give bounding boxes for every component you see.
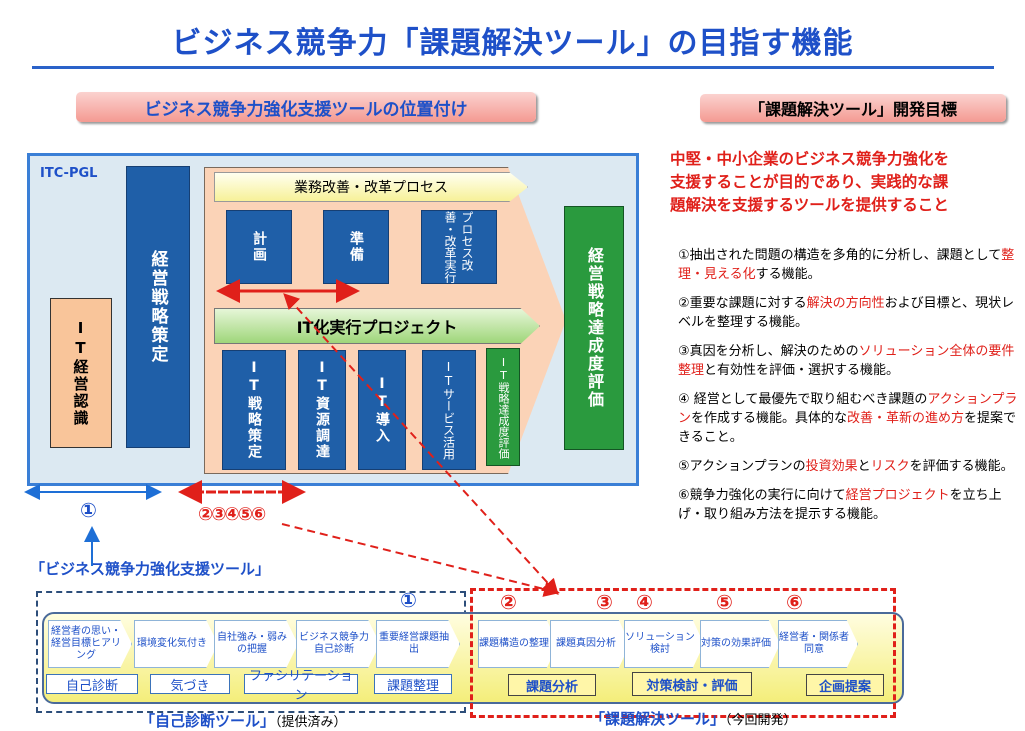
feature-text: リスク <box>870 459 910 474</box>
self_diag-step: 経営者の思い・経営目標ヒアリング <box>48 620 132 668</box>
lead-line: 題解決を支援するツールを提供すること <box>670 196 949 214</box>
feature-text: 投資効果 <box>805 459 858 474</box>
feature-text: 解決の方向性 <box>806 296 885 311</box>
feature-text: アクションプラン <box>678 392 1018 426</box>
self-diag-caption-sub: （提供済み） <box>275 715 347 730</box>
process-banner: 業務改善・改革プロセス <box>214 172 528 202</box>
solve-caption-main: 「課題解決ツール」 <box>590 710 726 728</box>
it-project-banner: IT化実行プロジェクト <box>214 308 540 344</box>
solve-marker: ④ <box>636 590 653 614</box>
feature-text: ④ 経営として最優先で取り組むべき課題の <box>678 392 928 407</box>
solve-step: 経営者・関係者同意 <box>778 620 858 668</box>
feature-text: を作成する機能。具体的な <box>691 411 848 426</box>
plan-box: 計画 <box>226 210 292 284</box>
self_diag-step: 重要経営課題抽出 <box>376 620 460 668</box>
prepare-box: 準備 <box>323 210 389 284</box>
feature-text: と <box>857 459 871 474</box>
cat-issue-org: 課題整理 <box>374 674 452 694</box>
feature-text: ③真因を分析し、解決のための <box>678 344 859 359</box>
it-awareness-box: IT経営認識 <box>50 298 112 448</box>
self-diag-marker: ① <box>400 588 417 612</box>
it-strategy-box: IT戦略策定 <box>222 350 286 470</box>
feature-item: ①抽出された問題の構造を多角的に分析し、課題として整理・見える化する機能。 <box>678 246 1020 284</box>
feature-text: を提案できること。 <box>678 411 1017 445</box>
cat-awareness: 気づき <box>150 674 230 694</box>
feature-text: を立ち上げ・取り組み方法を提示する機能。 <box>678 488 1002 522</box>
solve-marker: ⑥ <box>786 590 803 614</box>
solve-step: 課題真因分析 <box>550 620 630 668</box>
feature-text: 整理・見える化 <box>678 248 1015 282</box>
it-eval-box: IT戦略達成度評価 <box>486 348 520 466</box>
itc-pgl-label: ITC-PGL <box>40 166 98 181</box>
feature-item: ⑥競争力強化の実行に向けて経営プロジェクトを立ち上げ・取り組み方法を提示する機能… <box>678 486 1020 524</box>
self_diag-step: ビジネス競争力自己診断 <box>296 620 380 668</box>
strategy-box: 経営戦略策定 <box>126 166 190 448</box>
it-intro-box: IT導入 <box>358 350 406 470</box>
solve-caption-sub: （今回開発） <box>725 713 797 728</box>
process-exec-box: プロセス改善・改革実行 <box>421 210 497 284</box>
self_diag-step: 自社強み・弱みの把握 <box>214 620 298 668</box>
solve-step: 対策の効果評価 <box>700 620 780 668</box>
solve-caption: 「課題解決ツール」（今回開発） <box>590 708 797 729</box>
positioning-label: ビジネス競争力強化支援ツールの位置付け <box>76 92 536 122</box>
dev-goal-label: 「課題解決ツール」開発目標 <box>700 94 1006 122</box>
solve-marker: ⑤ <box>716 590 733 614</box>
red-diagonal-2 <box>281 523 560 597</box>
self-diag-caption: 「自己診断ツール」（提供済み） <box>140 710 347 731</box>
feature-list: ①抽出された問題の構造を多角的に分析し、課題として整理・見える化する機能。 ②重要… <box>678 246 1020 534</box>
lead-statement: 中堅・中小企業のビジネス競争力強化を 支援することが目的であり、実践的な課 題解… <box>670 148 1020 217</box>
it-service-box: ITサービス活用 <box>422 350 476 470</box>
diagram-marker-1: ① <box>80 498 97 522</box>
feature-item: ⑤アクションプランの投資効果とリスクを評価する機能。 <box>678 457 1020 476</box>
feature-item: ④ 経営として最優先で取り組むべき課題のアクションプランを作成する機能。具体的な… <box>678 390 1020 447</box>
cat-proposal: 企画提案 <box>806 674 884 696</box>
solve-marker: ② <box>500 590 517 614</box>
feature-text: する機能。 <box>755 267 821 282</box>
feature-text: ②重要な課題に対する <box>678 296 807 311</box>
feature-item: ③真因を分析し、解決のためのソリューション全体の要件整理と有効性を評価・選択する… <box>678 342 1020 380</box>
solve-frame <box>470 588 896 718</box>
support-tool-label: 「ビジネス競争力強化支援ツール」 <box>30 560 271 578</box>
page-title: ビジネス競争力「課題解決ツール」の目指す機能 <box>171 26 854 61</box>
solve-step: 課題構造の整理 <box>478 620 558 668</box>
feature-text: と有効性を評価・選択する機能。 <box>704 363 900 378</box>
feature-text: ①抽出された問題の構造を多角的に分析し、課題として <box>678 248 1002 263</box>
lead-line: 支援することが目的であり、実践的な課 <box>670 173 949 191</box>
cat-self-diag: 自己診断 <box>46 674 138 694</box>
it-procure-box: IT資源調達 <box>298 350 346 470</box>
diagram-marker-2-6: ②③④⑤⑥ <box>198 504 266 525</box>
feature-text: および目標と、現状レベルを整理する機能。 <box>678 296 1015 330</box>
solve-marker: ③ <box>596 590 613 614</box>
feature-text: ソリューション全体の要件整理 <box>678 344 1015 378</box>
feature-text: 改善・革新の進め方 <box>847 411 965 426</box>
feature-text: ⑥競争力強化の実行に向けて <box>678 488 846 503</box>
strategy-eval-box: 経営戦略達成度評価 <box>564 206 624 450</box>
feature-text: 経営プロジェクト <box>845 488 950 503</box>
feature-item: ②重要な課題に対する解決の方向性および目標と、現状レベルを整理する機能。 <box>678 294 1020 332</box>
self-diag-caption-main: 「自己診断ツール」 <box>140 712 276 730</box>
red-diagonal-1 <box>287 297 559 595</box>
cat-issue-analysis: 課題分析 <box>508 674 596 696</box>
feature-text: を評価する機能。 <box>909 459 1014 474</box>
lead-line: 中堅・中小企業のビジネス競争力強化を <box>670 150 950 168</box>
cat-measure-eval: 対策検討・評価 <box>632 672 752 696</box>
self_diag-step: 環境変化気付き <box>134 620 218 668</box>
title-underline <box>32 66 994 69</box>
feature-text: ⑤アクションプランの <box>678 459 806 474</box>
